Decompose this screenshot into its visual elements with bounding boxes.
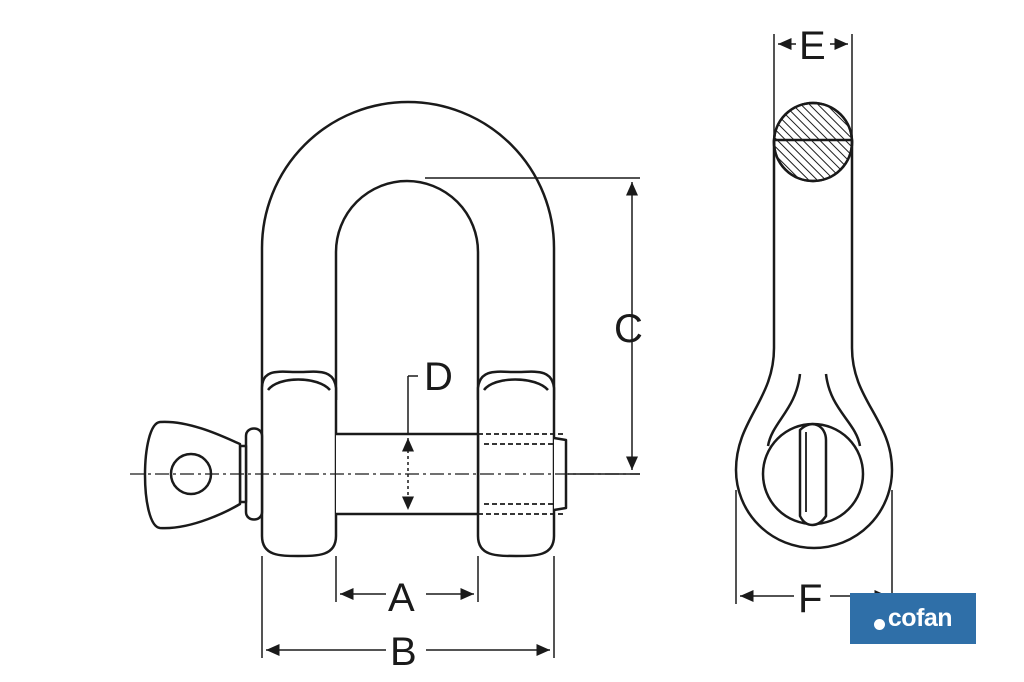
dimension-lines-front: [261, 177, 640, 658]
pin-collar: [244, 427, 264, 521]
right-eye: [476, 370, 556, 558]
dimension-label-a: A: [388, 576, 415, 620]
dimension-label-f: F: [798, 577, 822, 621]
shackle-side-view: [734, 101, 894, 550]
cofan-logo: cofan: [850, 593, 976, 644]
shackle-front-view: [143, 100, 568, 558]
dimension-lines-side: [735, 34, 893, 604]
shackle-body: [260, 100, 556, 400]
dimension-label-b: B: [390, 630, 417, 674]
pin-thread: [478, 433, 566, 515]
dimension-label-d: D: [424, 355, 453, 399]
logo-dot-icon: [873, 619, 885, 630]
left-eye: [260, 370, 338, 558]
dimension-label-e: E: [799, 24, 826, 68]
logo-text: cofan: [887, 604, 953, 632]
dimension-label-c: C: [614, 307, 643, 351]
side-pin-slot: [798, 422, 828, 527]
